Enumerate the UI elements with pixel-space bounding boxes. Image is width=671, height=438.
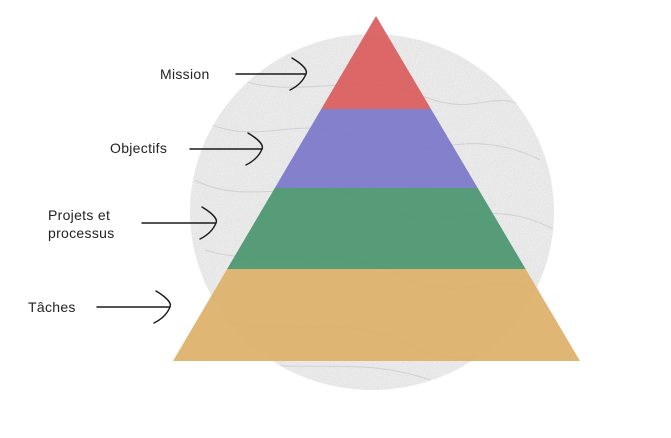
- label-mission-line-1: Mission: [160, 66, 210, 82]
- pyramid-layer-projets: [227, 188, 526, 269]
- arrow-icon-taches: [96, 290, 172, 324]
- label-taches: Tâches: [28, 298, 76, 316]
- arrow-icon-projets: [141, 206, 218, 240]
- pyramid-layer-mission: [321, 16, 431, 109]
- label-mission: Mission: [160, 65, 210, 83]
- label-projets-line-2: processus: [48, 225, 115, 241]
- label-projets-line-1: Projets et: [48, 207, 111, 223]
- pyramid-layer-taches: [173, 269, 580, 361]
- label-objectifs-line-1: Objectifs: [110, 140, 168, 156]
- label-objectifs: Objectifs: [110, 139, 167, 157]
- label-projets-et-processus: Projets et processus: [48, 206, 115, 242]
- pyramid-layer-objectifs: [274, 109, 478, 188]
- label-taches-line-1: Tâches: [28, 299, 76, 315]
- arrow-icon-objectifs: [189, 132, 264, 166]
- arrow-icon-mission: [235, 57, 308, 91]
